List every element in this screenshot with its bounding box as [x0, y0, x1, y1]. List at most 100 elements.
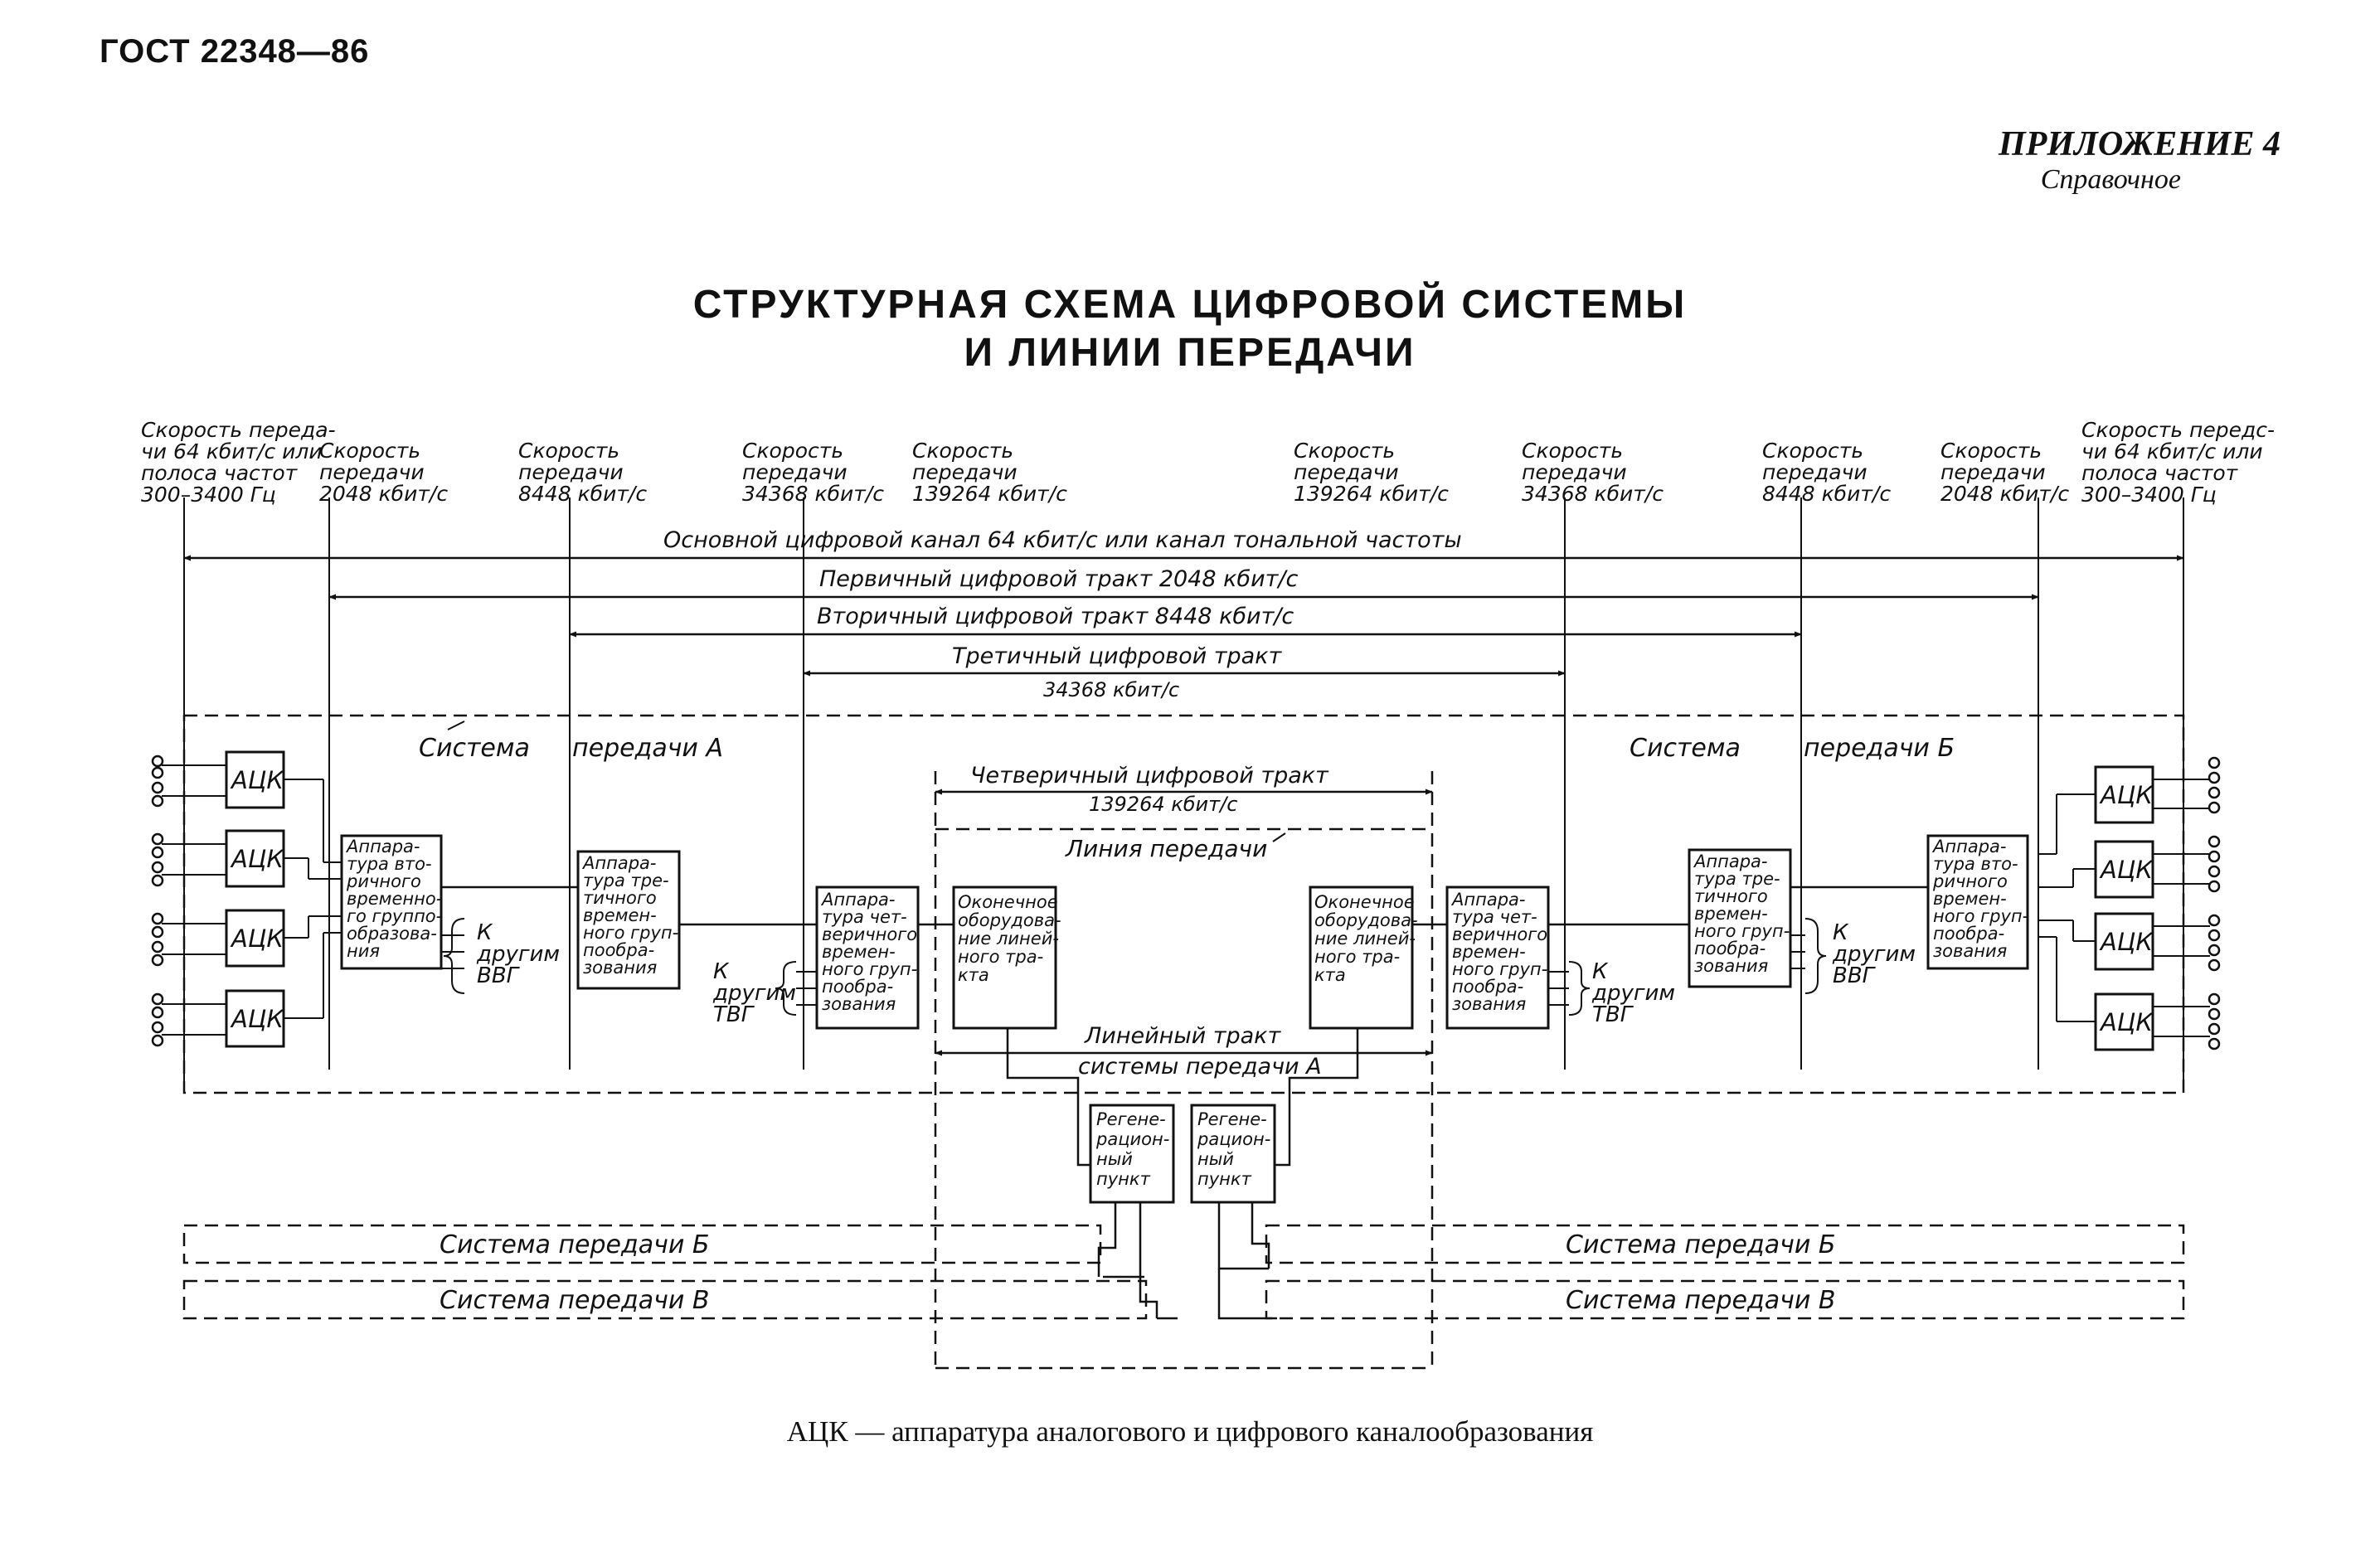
text-line: передачи [518, 460, 624, 484]
quaternary-speed-label: 139264 кбит/с [1089, 793, 1237, 816]
text-line: передачи [912, 460, 1018, 484]
text-line: 2048 кбит/с [1940, 482, 2069, 506]
ack-block-r1: АЦК [2094, 765, 2154, 824]
text-line: оборудова- [1314, 910, 1418, 930]
text-line: го группо- [347, 906, 442, 926]
svg-text:АЦК: АЦК [2099, 1008, 2154, 1036]
text-line: чи 64 кбит/с или [141, 439, 323, 463]
text-line: ного груп- [1694, 921, 1790, 941]
text-line: тура вто- [347, 854, 432, 874]
svg-text:АЦК: АЦК [230, 924, 284, 953]
text-line: чи 64 кбит/с или [2081, 439, 2263, 463]
text-line: пункт [1197, 1169, 1252, 1189]
text-line: Скорость [1762, 439, 1863, 463]
tertiary-path-label: Третичный цифровой тракт [952, 643, 1283, 669]
text-line: времен- [822, 942, 896, 962]
text-line: К [713, 959, 730, 984]
text-line: зования [583, 958, 657, 978]
text-line: К [477, 920, 493, 945]
text-line: другим [1591, 981, 1675, 1006]
text-line: К [1592, 959, 1609, 984]
text-line: ние линей- [958, 929, 1059, 949]
text-line: К [1833, 920, 1849, 945]
ack-block-l3: АЦК [225, 909, 285, 968]
system-b-row-left: Система передачи Б [440, 1230, 709, 1259]
text-line: ного груп- [1452, 959, 1547, 979]
text-line: ричного [346, 871, 421, 891]
svg-text:АЦК: АЦК [230, 845, 284, 873]
text-line: тура чет- [822, 907, 907, 927]
left-terminals [151, 755, 342, 1047]
digital-paths: Основной цифровой канал 64 кбит/с или ка… [183, 527, 2184, 1080]
quaternary-path-label: Четверичный цифровой тракт [970, 763, 1329, 788]
text-line: Скорость [319, 439, 420, 463]
text-line: пообра- [1933, 924, 2004, 944]
text-line: ТВГ [713, 1002, 755, 1027]
other-systems: Система передачи Б Система передачи Б Си… [182, 1224, 2185, 1320]
text-line: пообра- [1452, 977, 1523, 997]
text-line: 8448 кбит/с [518, 482, 647, 506]
text-line: рацион- [1197, 1129, 1270, 1149]
text-line: ного груп- [1933, 906, 2028, 926]
text-line: зования [1452, 994, 1526, 1014]
line-path-label-2: системы передачи А [1078, 1054, 1322, 1080]
system-b-label-2: передачи Б [1804, 734, 1955, 763]
svg-text:АЦК: АЦК [2099, 781, 2154, 809]
text-line: тичного [583, 888, 657, 908]
line-path-label: Линейный тракт [1084, 1023, 1281, 1049]
text-line: ного тра- [958, 947, 1043, 967]
text-line: веричного [822, 924, 917, 944]
text-line: передачи [319, 460, 425, 484]
tertiary-speed-label: 34368 кбит/с [1043, 678, 1179, 701]
text-line: передачи [1294, 460, 1399, 484]
text-line: Скорость [742, 439, 843, 463]
ack-block-r2: АЦК [2094, 840, 2154, 899]
standard-code: ГОСТ 22348—86 [100, 33, 370, 70]
text-line: передачи [1522, 460, 1627, 484]
text-line: кта [1314, 965, 1346, 985]
text-line: ного тра- [1314, 947, 1400, 967]
text-line: полоса частот [141, 461, 299, 485]
text-line: рацион- [1095, 1129, 1169, 1149]
text-line: 139264 кбит/с [1294, 482, 1449, 506]
text-line: 34368 кбит/с [1522, 482, 1664, 506]
text-line: образова- [347, 924, 437, 944]
text-line: другим [476, 942, 560, 967]
text-line: передачи [1940, 460, 2046, 484]
text-line: пообра- [822, 977, 893, 997]
text-line: тура тре- [583, 871, 669, 890]
abbreviation-note: АЦК — аппаратура аналогового и цифрового… [786, 1415, 1594, 1448]
text-line: полоса частот [2081, 461, 2239, 485]
appendix-type: Справочное [2040, 164, 2181, 195]
text-line: пункт [1096, 1169, 1151, 1189]
text-line: передачи [742, 460, 848, 484]
text-line: Скорость [1940, 439, 2042, 463]
text-line: ТВГ [1592, 1002, 1634, 1027]
text-line: ного груп- [822, 959, 917, 979]
text-line: другим [1832, 942, 1916, 967]
ack-left-group: АЦК АЦК АЦК АЦК [225, 750, 285, 1048]
text-line: ный [1197, 1149, 1234, 1169]
